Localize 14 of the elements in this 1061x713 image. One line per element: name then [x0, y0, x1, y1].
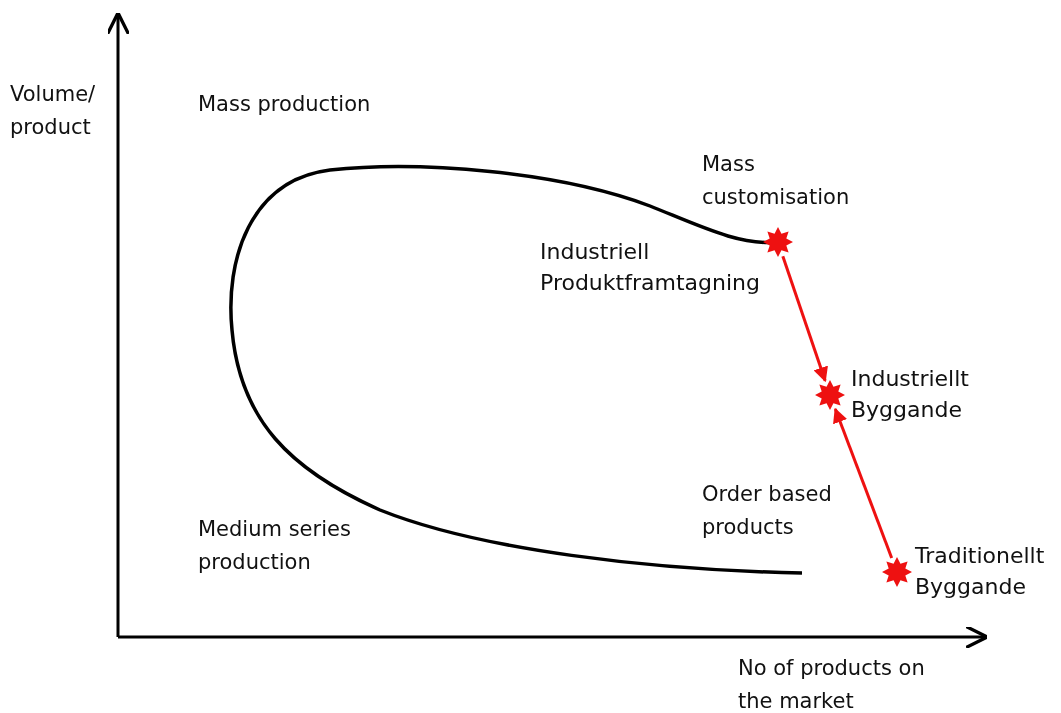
marker-caption: Industriellt Byggande [851, 365, 970, 424]
arrow [833, 407, 894, 559]
star-marker [815, 380, 845, 410]
arrow [781, 255, 828, 383]
region-label: Mass production [198, 91, 372, 118]
marker-caption: Traditionellt Byggande [915, 542, 1046, 601]
region-label: Mass customisation [702, 151, 851, 211]
region-label: Medium series production [198, 516, 352, 576]
axis-label: Volume/ product [10, 81, 97, 141]
marker-caption: Industriell Produktframtagning [540, 238, 761, 297]
region-label: Order based products [702, 481, 833, 541]
star-marker [882, 557, 912, 587]
axis-label: No of products on the market [738, 655, 926, 713]
star-marker [763, 227, 793, 257]
